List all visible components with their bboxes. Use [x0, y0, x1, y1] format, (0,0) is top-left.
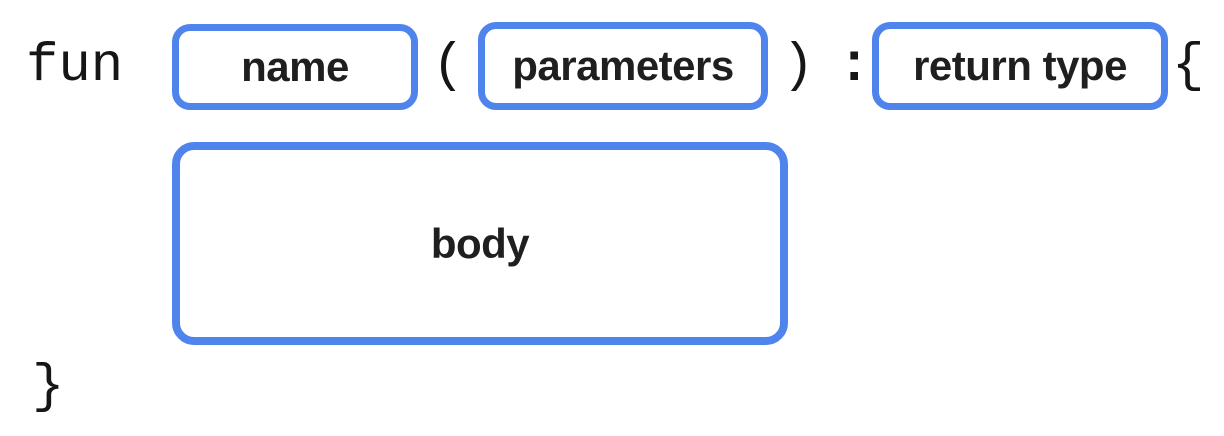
open-paren-token: ( [432, 35, 465, 97]
open-brace-token: { [1172, 35, 1205, 97]
colon-token: : [838, 35, 871, 97]
parameters-placeholder-label: parameters [512, 42, 734, 89]
return-type-placeholder-label: return type [913, 42, 1127, 89]
body-placeholder-box: body [172, 142, 788, 345]
close-brace-token: } [32, 356, 65, 418]
name-placeholder-box: name [172, 24, 418, 110]
fun-keyword-token: fun [26, 35, 124, 97]
close-paren-token: ) [782, 35, 815, 97]
return-type-placeholder-box: return type [872, 22, 1168, 110]
body-placeholder-label: body [430, 219, 530, 267]
parameters-placeholder-box: parameters [478, 22, 768, 110]
name-placeholder-label: name [241, 43, 349, 90]
